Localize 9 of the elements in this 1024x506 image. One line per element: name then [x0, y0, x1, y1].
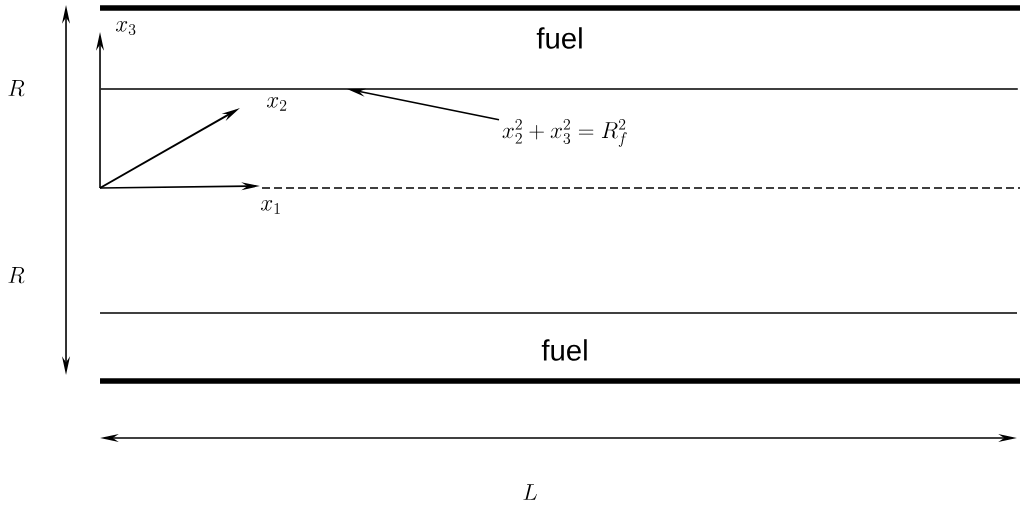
axis-label: $x_3$: [116, 21, 136, 35]
region-label: fuel: [536, 27, 582, 49]
region-label: fuel: [541, 339, 587, 361]
dimension-label: $R$: [8, 267, 25, 284]
axis-label: $x_1$: [261, 200, 280, 214]
dimension-label: $R$: [8, 80, 25, 97]
boundary-line: [100, 88, 1019, 90]
equation: $x_2^2 + x_3^2 = R_f^2$: [502, 118, 627, 147]
dimension-label: $L$: [523, 484, 537, 500]
